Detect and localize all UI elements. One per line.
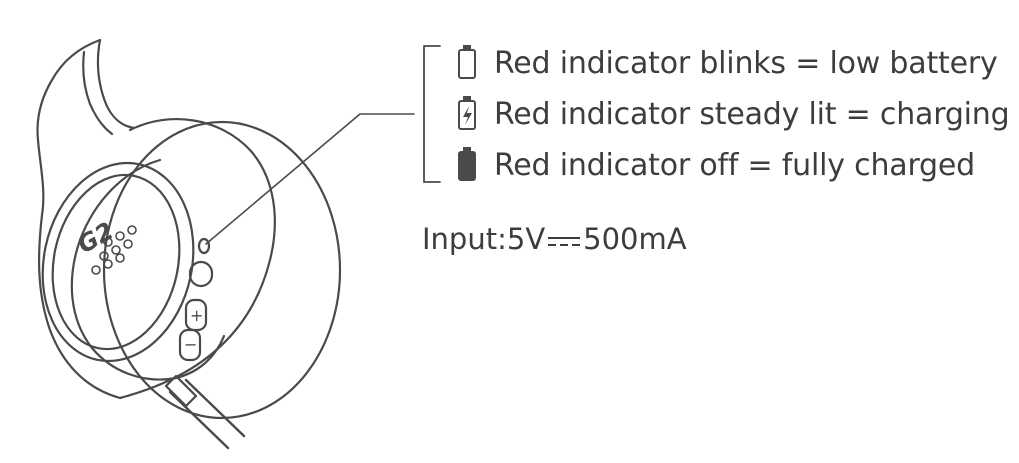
earcup-plate bbox=[70, 158, 226, 381]
logo-text: G2 bbox=[73, 217, 119, 259]
led-indicator bbox=[197, 237, 211, 255]
dc-current-icon bbox=[546, 231, 582, 251]
leader-line bbox=[205, 113, 415, 245]
usb-cable bbox=[168, 390, 230, 450]
headband-outline bbox=[36, 38, 122, 400]
legend-item-fully-charged: Red indicator off = fully charged bbox=[494, 148, 975, 183]
input-spec: Input:5V 500mA bbox=[422, 222, 687, 256]
battery-empty-icon bbox=[458, 45, 476, 79]
legend-item-charging: Red indicator steady lit = charging bbox=[494, 97, 1010, 132]
input-suffix: 500mA bbox=[583, 222, 687, 256]
earcup-shell bbox=[118, 118, 276, 400]
legend-bracket bbox=[423, 45, 441, 183]
speaker-holes bbox=[91, 225, 137, 275]
battery-full-icon bbox=[458, 147, 476, 181]
power-button bbox=[188, 260, 214, 288]
headband-inner bbox=[96, 38, 136, 130]
legend-item-low-battery: Red indicator blinks = low battery bbox=[494, 46, 998, 81]
battery-charging-icon bbox=[458, 96, 476, 130]
volume-up-label: + bbox=[190, 306, 203, 325]
earcup-cushion bbox=[102, 120, 342, 420]
volume-down-label: − bbox=[184, 335, 197, 354]
input-prefix: Input:5V bbox=[422, 222, 546, 256]
volume-down-button bbox=[178, 328, 202, 362]
